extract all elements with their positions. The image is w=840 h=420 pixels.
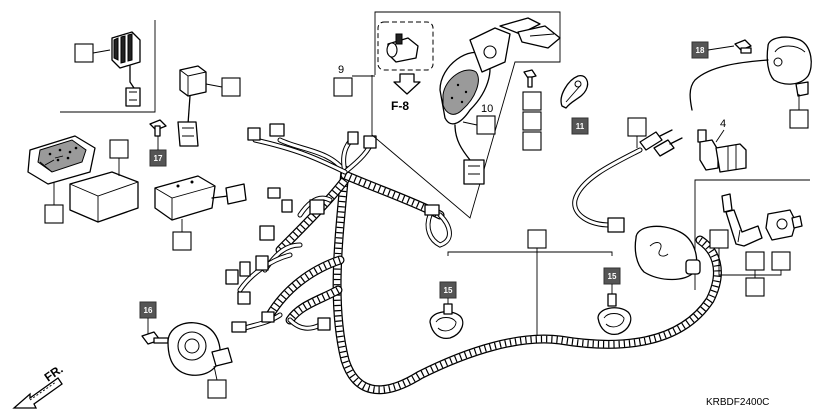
callout-17-label: 17 <box>154 154 163 163</box>
diagram-code: KRBDF2400C <box>706 397 769 408</box>
callout-box-module[interactable] <box>172 231 192 251</box>
sensor-fitting-part[interactable] <box>697 129 747 173</box>
callout-box-10[interactable] <box>476 115 496 135</box>
callout-18-label: 18 <box>696 46 705 55</box>
callout-box-horn-bottom[interactable] <box>207 379 227 399</box>
bolt-17-part[interactable] <box>149 119 167 137</box>
front-direction-arrow <box>12 377 63 409</box>
callout-15-right-label: 15 <box>608 272 617 281</box>
callout-box-sensor-lead[interactable] <box>627 117 647 137</box>
fuse-cover-part[interactable] <box>27 135 96 185</box>
callout-16-label: 16 <box>144 306 153 315</box>
callout-11[interactable] <box>571 117 589 135</box>
callout-10-label: 10 <box>481 103 493 115</box>
main-wire-harness[interactable] <box>265 165 722 395</box>
regulator-part[interactable] <box>111 31 141 107</box>
callout-box-harness-center[interactable] <box>527 229 547 249</box>
front-direction-label: FR. <box>42 362 66 385</box>
relay-part[interactable] <box>177 65 207 147</box>
callout-15-left-label: 15 <box>444 286 453 295</box>
fitting-elbow-part[interactable] <box>721 193 763 247</box>
callout-box-fitting-b[interactable] <box>745 251 765 271</box>
cdi-unit-part[interactable] <box>69 171 139 223</box>
callout-4-label: 4 <box>720 118 726 130</box>
horn-bottom-part[interactable] <box>167 322 233 376</box>
callout-box-9[interactable] <box>333 77 353 97</box>
clamp-15-left-part[interactable] <box>429 303 464 340</box>
callout-box-fitting-d[interactable] <box>745 277 765 297</box>
callout-box-screw-a[interactable] <box>522 91 542 111</box>
reference-label: F-8 <box>391 99 409 113</box>
horn-part[interactable] <box>689 36 812 111</box>
callout-box-screw-b[interactable] <box>522 111 542 131</box>
callout-box-fitting-c[interactable] <box>771 251 791 271</box>
group-bracket-9 <box>371 11 561 219</box>
fitting-clamp-part[interactable] <box>765 209 803 241</box>
callout-9-label: 9 <box>338 64 344 76</box>
sensor-lead-part[interactable] <box>572 129 683 233</box>
callout-box-relay[interactable] <box>221 77 241 97</box>
callout-box-horn[interactable] <box>789 109 809 129</box>
callout-box-regulator[interactable] <box>74 43 94 63</box>
harness-connectors <box>225 123 440 333</box>
screw-part[interactable] <box>523 69 537 88</box>
bolt-18-part[interactable] <box>734 39 752 54</box>
control-module-part[interactable] <box>154 175 247 221</box>
key-cylinder-inset[interactable] <box>377 21 434 71</box>
callout-box-fuse-cover[interactable] <box>44 204 64 224</box>
bolt-16-part[interactable] <box>141 331 169 345</box>
clamp-15-right-part[interactable] <box>597 293 632 336</box>
callout-11-label: 11 <box>576 122 585 131</box>
ignition-switch-part[interactable] <box>439 17 561 185</box>
reference-arrow <box>393 73 421 95</box>
group-bracket-top-left <box>60 20 156 113</box>
callout-box-cdi[interactable] <box>109 139 129 159</box>
callout-box-fitting-a[interactable] <box>709 229 729 249</box>
key-part[interactable] <box>560 75 589 109</box>
ignition-coil-part[interactable] <box>634 225 701 281</box>
callout-box-screw-c[interactable] <box>522 131 542 151</box>
